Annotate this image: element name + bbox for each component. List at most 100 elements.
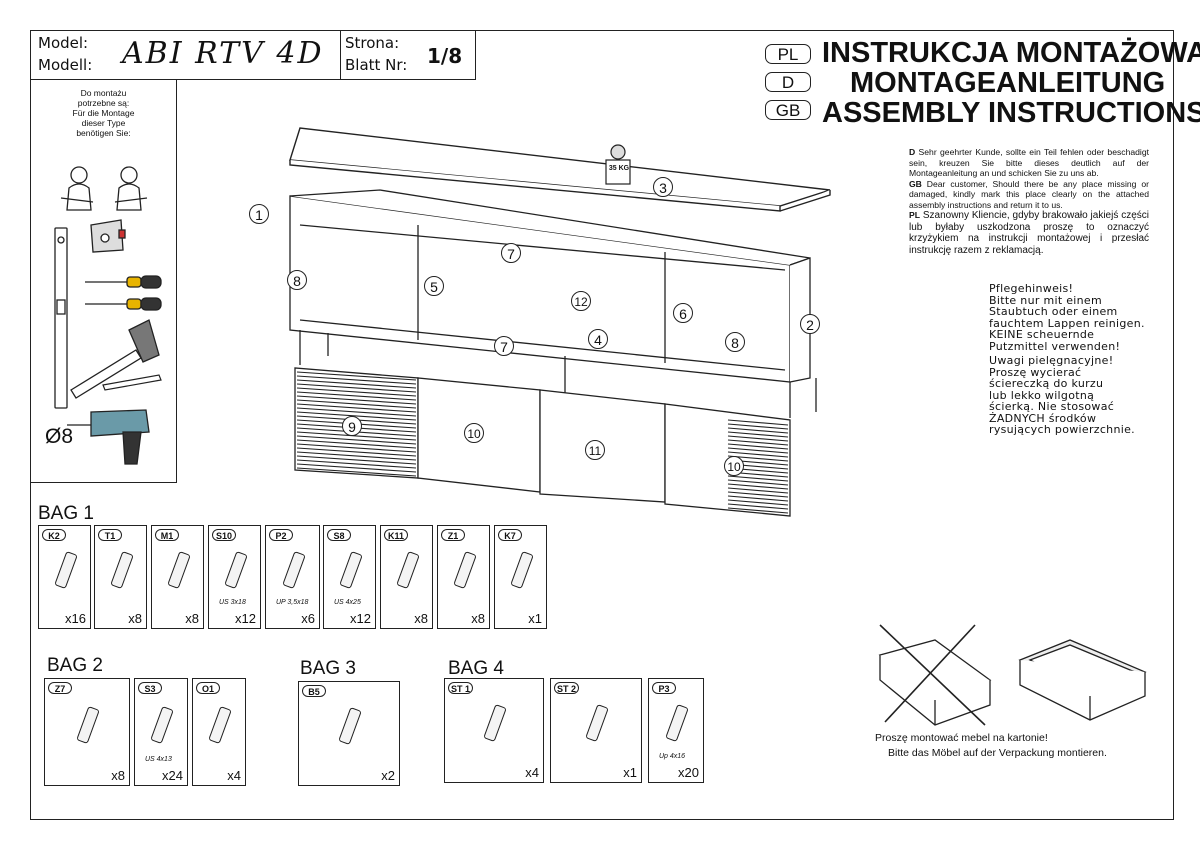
callout-2: 2 xyxy=(800,314,820,334)
callout-7-bottom: 7 xyxy=(494,336,514,356)
part-quantity: x8 xyxy=(111,768,125,783)
part-quantity: x24 xyxy=(162,768,183,783)
screwdriver-icon xyxy=(85,275,162,311)
hardware-icon xyxy=(281,550,306,589)
callout-6: 6 xyxy=(673,303,693,323)
part-quantity: x4 xyxy=(227,768,241,783)
part-code: P2 xyxy=(269,529,293,541)
part-code: S3 xyxy=(138,682,162,694)
bag-2-title: BAG 2 xyxy=(47,655,103,676)
part-quantity: x1 xyxy=(528,611,542,626)
note-text: Dear customer, Should there be any place… xyxy=(909,178,1149,210)
tools-caption: Do montażu potrzebne są: Für die Montage… xyxy=(31,88,176,138)
care-line: Proszę wycierać xyxy=(989,365,1082,379)
tools-illustration xyxy=(54,166,162,465)
hardware-icon xyxy=(223,550,248,589)
part-quantity: x4 xyxy=(525,765,539,780)
part-code: K2 xyxy=(42,529,66,541)
hardware-icon xyxy=(76,705,100,744)
floor-note-d: Bitte das Möbel auf der Verpackung monti… xyxy=(888,747,1107,759)
lang-code: GB xyxy=(909,178,922,189)
tools-line: benötigen Sie: xyxy=(76,128,131,138)
lang-code: D xyxy=(909,147,916,157)
part-quantity: x8 xyxy=(414,611,428,626)
floor-note-pl: Proszę montować mebel na kartonie! xyxy=(875,732,1048,744)
hardware-icon xyxy=(395,550,420,589)
drill-size-label: Ø8 xyxy=(45,425,74,448)
missing-parts-note: D Sehr geehrter Kunde, sollte ein Teil f… xyxy=(909,147,1149,256)
hardware-icon xyxy=(166,550,191,589)
drill-icon xyxy=(67,409,150,465)
title-gb: ASSEMBLY INSTRUCTIONS xyxy=(822,97,1200,129)
hardware-icon xyxy=(338,707,362,746)
slat-pattern xyxy=(296,371,789,514)
part-code: T1 xyxy=(98,529,122,541)
callout-4: 4 xyxy=(588,329,608,349)
pencil-icon xyxy=(102,374,162,391)
tools-line: Für die Montage xyxy=(72,108,135,118)
hardware-icon xyxy=(585,704,609,743)
hardware-icon xyxy=(53,550,78,589)
care-line: lub lekko wilgotną xyxy=(989,388,1095,402)
part-box-z1: Z1 x8 xyxy=(437,525,490,629)
two-person-icon xyxy=(60,166,148,211)
care-note-d: Pflegehinweis! Bitte nur mit einem Staub… xyxy=(989,283,1145,352)
hardware-icon xyxy=(452,550,477,589)
hardware-icon xyxy=(483,704,507,743)
tape-measure-icon xyxy=(90,219,126,253)
tools-line: Do montażu xyxy=(80,88,127,98)
floor-box-crossed xyxy=(878,624,992,726)
care-line: Bitte nur mit einem xyxy=(989,293,1103,307)
part-size: Up 4x16 xyxy=(659,753,686,760)
part-quantity: x6 xyxy=(301,611,315,626)
tools-line: potrzebne są: xyxy=(77,98,130,108)
weight-label: 35 KG xyxy=(608,165,630,172)
callout-3: 3 xyxy=(653,177,673,197)
part-quantity: x12 xyxy=(235,611,256,626)
floor-box-correct xyxy=(1018,639,1147,721)
callout-7-top: 7 xyxy=(501,243,521,263)
hardware-icon xyxy=(509,550,534,589)
part-code: ST 1 xyxy=(448,682,474,694)
part-size: US 4x13 xyxy=(145,756,172,763)
part-code: P3 xyxy=(652,682,676,694)
part-size: US 4x25 xyxy=(334,599,361,606)
care-line: Pflegehinweis! xyxy=(989,282,1074,295)
part-code: Z1 xyxy=(441,529,465,541)
page-number: 1/8 xyxy=(427,44,463,68)
hammer-icon xyxy=(70,319,160,399)
callout-8-left: 8 xyxy=(287,270,307,290)
callout-11: 11 xyxy=(585,440,605,460)
tools-panel: Do montażu potrzebne są: Für die Montage… xyxy=(30,79,177,483)
lang-code: PL xyxy=(909,210,920,220)
part-code: Z7 xyxy=(48,682,72,694)
modell-label: Modell: xyxy=(38,56,93,74)
callout-8-right: 8 xyxy=(725,332,745,352)
care-line: ścierką. Nie stosować xyxy=(989,400,1115,413)
legs xyxy=(299,330,817,418)
part-quantity: x8 xyxy=(185,611,199,626)
top-board xyxy=(289,127,831,212)
callout-5: 5 xyxy=(424,276,444,296)
care-line: KEINE scheuernde xyxy=(989,328,1095,341)
hardware-icon xyxy=(338,550,363,589)
lang-d-badge: D xyxy=(765,72,811,92)
part-code: S8 xyxy=(327,529,351,541)
part-quantity: x12 xyxy=(350,611,371,626)
care-line: rysujących powierzchnie. xyxy=(989,423,1135,436)
part-quantity: x8 xyxy=(471,611,485,626)
part-code: B5 xyxy=(302,685,326,697)
part-code: ST 2 xyxy=(554,682,580,694)
page-label: Strona: xyxy=(345,34,400,52)
hardware-icon xyxy=(109,550,134,589)
part-size: UP 3,5x18 xyxy=(276,599,309,606)
carcass xyxy=(289,189,811,383)
